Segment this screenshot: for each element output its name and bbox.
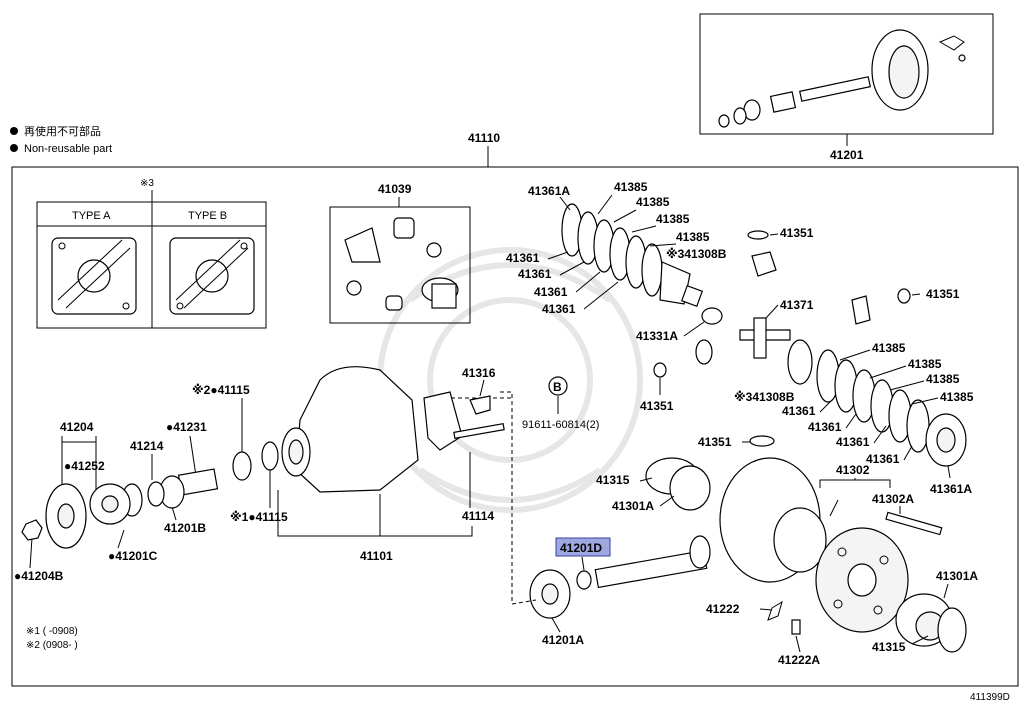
label-41301A-left: 41301A [612,499,654,513]
companion-flange-area: ●41231 41214 41201B 41204 ●41252 ●41201C… [14,420,219,583]
label-41361-4: 41361 [542,302,576,316]
label-41385-4: 41385 [676,230,710,244]
label-41385-r3: 41385 [926,372,960,386]
label-41361-r1: 41361 [782,404,816,418]
label-41361-3: 41361 [534,285,568,299]
right-clutch-stack: 41385 41385 41385 41385 ※341308B 41361 4… [734,339,974,496]
label-41385-3: 41385 [656,212,690,226]
label-41315-left: 41315 [596,473,630,487]
gear-kit-41039: 41039 [329,182,471,324]
label-41361-r3: 41361 [836,435,870,449]
diagram-code: 411399D [970,692,1010,703]
label-41201C: ●41201C [108,549,158,563]
highlight-41201D[interactable] [555,537,611,557]
label-type-b: TYPE B [188,210,227,222]
label-41204: 41204 [60,420,94,434]
differential-case-area: 41302 41302A 41301A 41315 41222A 41222 4… [596,457,978,667]
label-41115-low: ※1●41115 [230,510,288,524]
label-41301A-right: 41301A [936,569,978,583]
label-41101: 41101 [360,549,393,563]
label-41351-right: 41351 [926,287,960,301]
label-41351-mid: 41351 [640,399,674,413]
label-41308B-top: ※341308B [666,247,727,261]
label-41302: 41302 [836,463,870,477]
note-mark-3: ※3 [140,178,154,189]
label-41351-top: 41351 [780,226,814,240]
main-assembly-frame: 41110 [11,131,1019,687]
gasket-types: ※3 TYPE A TYPE B [36,178,267,329]
label-41361-2: 41361 [518,267,552,281]
label-41039: 41039 [378,182,412,196]
inset-41201: 41201 [699,13,994,162]
label-41201A: 41201A [542,633,584,647]
label-41351-low: 41351 [698,435,732,449]
footnotes: ※1 ( -0908) ※2 (0908- ) 411399D [26,626,1010,703]
label-41114: 41114 [462,509,494,523]
label-type-a: TYPE A [72,210,111,222]
label-41110: 41110 [468,131,500,145]
label-41222A: 41222A [778,653,820,667]
label-41201B: 41201B [164,521,206,535]
label-41252: ●41252 [64,459,105,473]
label-41316: 41316 [462,366,496,380]
label-41385-1: 41385 [614,180,648,194]
label-41361A-right: 41361A [930,482,972,496]
ref-b-part: 91611-60814(2) [522,419,599,431]
label-41361-r2: 41361 [808,420,842,434]
carrier-housing-area: 41316 B 91611-60814(2) 41114 41101 ※2●41… [192,366,599,563]
label-41331A: 41331A [636,329,678,343]
ref-b-badge: B [553,380,562,394]
note-1: ※1 ( -0908) [26,626,78,637]
label-41361-1: 41361 [506,251,540,265]
label-41361-r4: 41361 [866,452,900,466]
label-41231: ●41231 [166,420,207,434]
label-41302A: 41302A [872,492,914,506]
watermark-emblem [377,247,643,513]
pinion-cross-area: ※341308B 41351 41351 41371 41331A 41351 … [636,226,960,449]
label-41204B: ●41204B [14,569,64,583]
label-41214: 41214 [130,439,164,453]
label-41385-r2: 41385 [908,357,942,371]
label-41201: 41201 [830,148,864,162]
label-41385-r1: 41385 [872,341,906,355]
label-41385-r4: 41385 [940,390,974,404]
label-41361A-top: 41361A [528,184,570,198]
note-2: ※2 (0908- ) [26,640,78,651]
upper-clutch-stack: 41361A 41385 41385 41385 41385 41361 413… [506,180,710,316]
legend: 再使用不可部品 Non-reusable part [10,124,112,155]
label-41315-right: 41315 [872,640,906,654]
legend-non-reusable-jp: 再使用不可部品 [24,124,101,138]
legend-non-reusable-en: Non-reusable part [24,143,112,155]
label-41308B-low: ※341308B [734,390,795,404]
label-41385-2: 41385 [636,195,670,209]
label-41115-top: ※2●41115 [192,383,250,397]
label-41201D[interactable]: 41201D [560,541,602,555]
label-41222: 41222 [706,602,740,616]
label-41371: 41371 [780,298,814,312]
drive-pinion-area: 41201D 41201A [529,535,711,647]
